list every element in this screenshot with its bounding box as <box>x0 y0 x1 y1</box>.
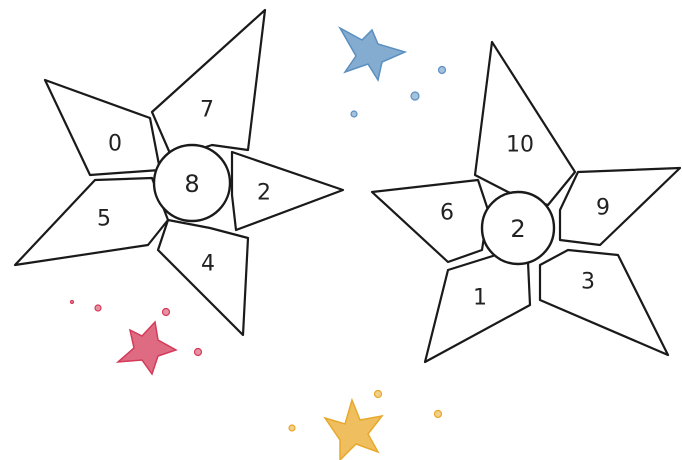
right-star-petal-right <box>560 168 680 245</box>
right-star-petal-top <box>475 42 575 205</box>
right-star-petal-lower-right-number: 3 <box>581 270 595 295</box>
left-star-petal-left-lower-number: 5 <box>97 207 111 232</box>
blue-dot-3 <box>351 111 357 117</box>
right-star-petal-top-number: 10 <box>506 133 534 158</box>
left-star-petal-top-number: 7 <box>200 98 214 123</box>
left-star-petal-right <box>232 152 343 230</box>
right-star-petal-lower-left-number: 1 <box>473 286 487 311</box>
right-star-petal-left <box>372 180 488 262</box>
yellow-dot-1 <box>375 391 382 398</box>
blue-dot-1 <box>439 67 446 74</box>
right-star-petal-right-number: 9 <box>596 196 610 221</box>
right-star-center-number: 2 <box>510 215 525 243</box>
red-sparkle <box>71 301 202 375</box>
left-star: 8 7 2 4 5 0 <box>15 10 343 335</box>
left-star-petal-left-lower <box>15 178 168 265</box>
red-dot-4 <box>71 301 74 304</box>
left-star-petal-bottom-number: 4 <box>201 252 215 277</box>
blue-sparkle-icon <box>340 28 405 80</box>
left-star-petal-top <box>152 10 265 158</box>
left-star-petal-upper-left-number: 0 <box>108 132 122 157</box>
yellow-sparkle <box>289 391 442 460</box>
right-star: 2 10 9 3 1 6 <box>372 42 680 362</box>
left-star-petal-upper-left <box>45 80 160 175</box>
left-star-petal-right-number: 2 <box>257 181 271 206</box>
right-star-petal-left-number: 6 <box>440 201 454 226</box>
yellow-dot-3 <box>289 425 295 431</box>
yellow-sparkle-icon <box>325 400 382 460</box>
red-dot-1 <box>95 305 101 311</box>
red-dot-2 <box>163 309 170 316</box>
left-star-petal-bottom <box>158 220 248 335</box>
blue-sparkle <box>340 28 446 117</box>
right-star-petal-lower-right <box>540 250 668 355</box>
red-dot-3 <box>195 349 202 356</box>
left-star-center-number: 8 <box>184 170 199 198</box>
red-sparkle-icon <box>118 322 176 374</box>
yellow-dot-2 <box>435 411 442 418</box>
blue-dot-2 <box>411 92 419 100</box>
